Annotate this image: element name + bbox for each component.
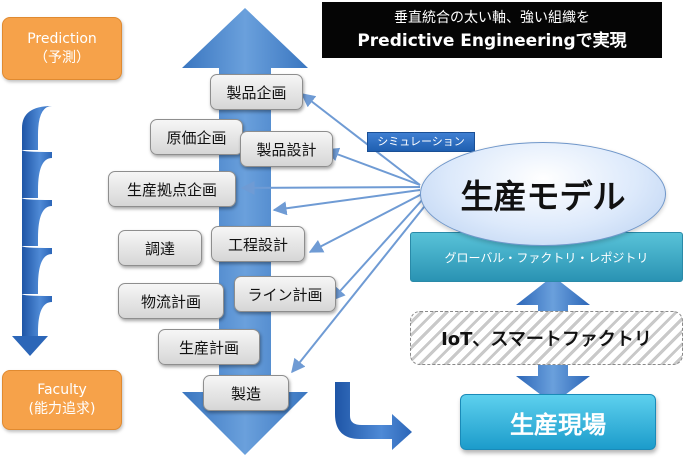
left-down-arrowhead: [12, 336, 48, 356]
curved-arrow-5: [22, 294, 52, 336]
connector-to-product-planning: [300, 93, 421, 186]
left-curved-arrow-stack: [12, 106, 52, 356]
task-logistics-planning: 物流計画: [118, 283, 224, 319]
curved-arrow-2: [22, 150, 52, 198]
bottom-bent-arrow: [335, 382, 412, 450]
task-base-planning: 生産拠点企画: [108, 171, 236, 207]
faculty-sublabel: (能力追求): [28, 401, 96, 417]
task-cost-planning: 原価企画: [150, 119, 243, 155]
task-product-design: 製品設計: [240, 131, 333, 167]
faculty-label: Faculty: [37, 382, 87, 398]
prediction-sublabel: （予測）: [34, 49, 90, 66]
faculty-box: Faculty (能力追求): [2, 370, 122, 430]
simulation-label: シミュレーション: [367, 132, 475, 152]
connector-arrows: [240, 93, 429, 374]
connector-to-process-design: [308, 193, 423, 253]
task-process-design: 工程設計: [211, 226, 305, 262]
connector-to-product-design: [324, 147, 421, 186]
curved-arrow-3: [22, 198, 52, 246]
curved-arrow-1: [22, 106, 52, 150]
prediction-label: Prediction: [27, 30, 97, 47]
connector-to-base-planning: [240, 180, 421, 195]
task-production-planning: 生産計画: [158, 329, 260, 365]
production-site: 生産現場: [460, 394, 656, 450]
production-model: 生産モデル: [420, 142, 666, 246]
title-banner: 垂直統合の太い軸、強い組織を Predictive Engineeringで実現: [322, 2, 662, 58]
connector-to-line-planning: [331, 197, 425, 302]
banner-line-2: Predictive Engineeringで実現: [357, 31, 627, 51]
iot-smart-factory: IoT、スマートファクトリ: [410, 311, 683, 365]
task-procurement: 調達: [118, 230, 202, 266]
task-line-planning: ライン計画: [234, 276, 336, 312]
task-manufacturing: 製造: [203, 375, 289, 411]
prediction-box: Prediction （予測）: [2, 17, 122, 80]
task-product-planning: 製品企画: [210, 74, 303, 110]
connector-to-middle-axis: [272, 189, 421, 216]
banner-line-1: 垂直統合の太い軸、強い組織を: [394, 10, 590, 26]
curved-arrow-4: [22, 246, 52, 294]
connector-to-manufacturing: [291, 201, 429, 374]
